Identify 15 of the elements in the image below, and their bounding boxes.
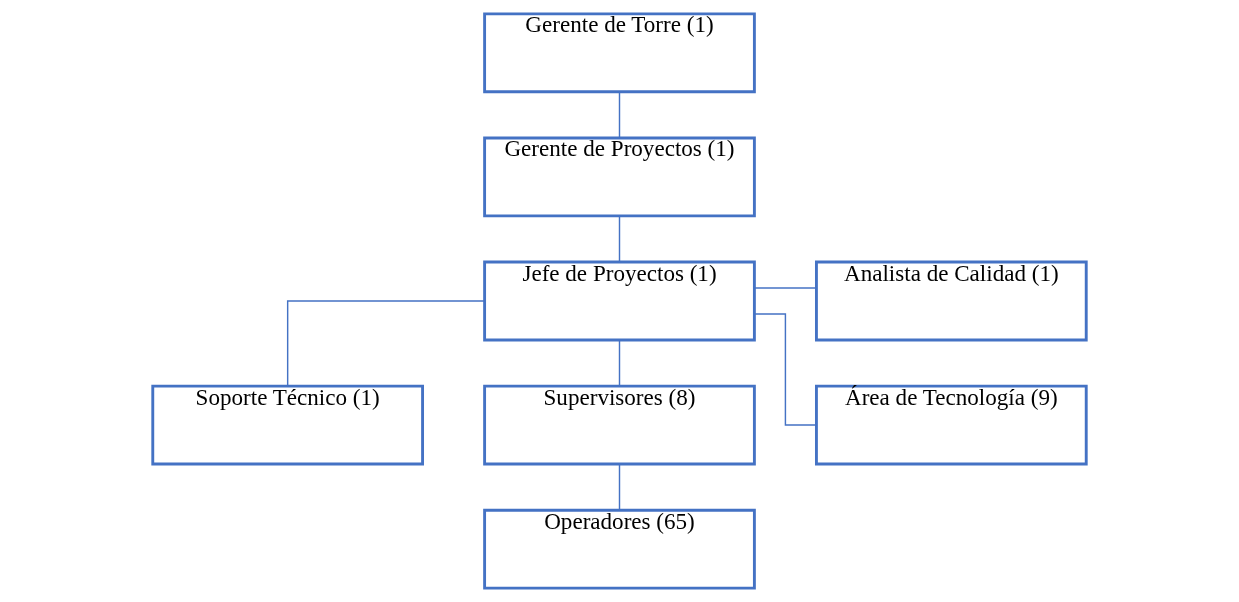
node-box: Gerente de Proyectos (1) [483,136,756,218]
connector [618,91,621,139]
connector [286,300,486,387]
connector [618,463,621,511]
node-box: Operadores (65) [483,508,756,590]
node-box: Gerente de Torre (1) [483,12,756,94]
node-box: Supervisores (8) [483,384,756,466]
connector [618,339,621,387]
node-box: Jefe de Proyectos (1) [483,260,756,342]
connector [753,313,817,426]
connector [753,287,817,289]
node-box: Analista de Calidad (1) [815,260,1088,342]
node-box: Área de Tecnología (9) [815,384,1088,466]
node-box: Soporte Técnico (1) [151,384,424,466]
connector [618,215,621,263]
